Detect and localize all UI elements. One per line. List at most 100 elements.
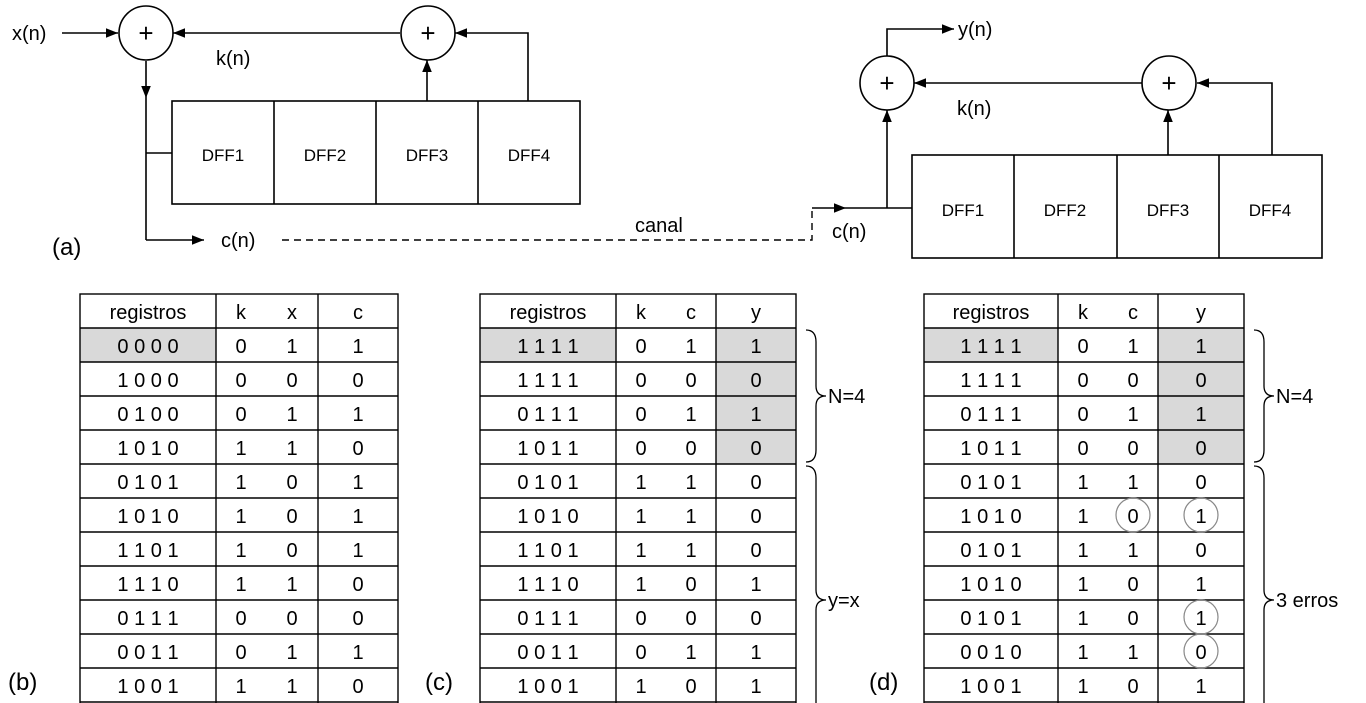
decoder-dff2-label: DFF2 xyxy=(1044,201,1087,220)
error-circle xyxy=(1115,497,1151,533)
decoder-adder-2: + xyxy=(1141,55,1197,111)
table-cell: 1 0 1 1 xyxy=(517,438,578,460)
table-cell: 0 xyxy=(635,642,646,664)
table-cell: 0 xyxy=(750,438,761,460)
encoder-adder-1: + xyxy=(118,5,174,61)
panel-label: (b) xyxy=(8,669,37,696)
table-cell: 1 0 1 0 xyxy=(960,574,1021,596)
table-cell: 1 xyxy=(750,404,761,426)
table-cell: 0 xyxy=(1077,438,1088,460)
table-cell: 1 xyxy=(286,336,297,358)
plus-icon: + xyxy=(138,18,153,48)
table-cell: 1 xyxy=(1077,540,1088,562)
table-cell: 0 xyxy=(750,608,761,630)
table-cell: 1 1 0 1 xyxy=(517,540,578,562)
table-cell: 1 xyxy=(352,404,363,426)
table-cell: 1 xyxy=(1127,642,1138,664)
table-cell: 1 xyxy=(635,676,646,698)
table-cell: 1 xyxy=(1195,506,1206,528)
table-cell: 1 xyxy=(685,336,696,358)
table-cell: 1 xyxy=(1195,404,1206,426)
shaded-cell xyxy=(716,328,796,362)
table-cell: 1 xyxy=(235,472,246,494)
encoder-adder-2: + xyxy=(400,5,456,61)
table-cell: 1 xyxy=(1127,540,1138,562)
shaded-cell xyxy=(480,328,616,362)
table-cell: 0 xyxy=(235,404,246,426)
table-cell: 0 xyxy=(685,438,696,460)
table-cell: 0 1 0 0 xyxy=(117,404,178,426)
table-cell: 1 0 0 0 xyxy=(117,370,178,392)
table-cell: 0 1 0 1 xyxy=(960,472,1021,494)
table-cell: 1 1 1 1 xyxy=(960,370,1021,392)
table-header-cell: registros xyxy=(110,302,187,324)
table-header-cell: y xyxy=(1196,302,1206,324)
shaded-cell xyxy=(716,430,796,464)
table-cell: 0 xyxy=(352,574,363,596)
table-cell: 1 xyxy=(235,438,246,460)
table-cell: 0 xyxy=(1127,608,1138,630)
table-cell: 1 xyxy=(685,472,696,494)
table-cell: 1 xyxy=(352,540,363,562)
table-cell: 1 xyxy=(1127,336,1138,358)
table-cell: 0 1 1 1 xyxy=(960,404,1021,426)
table-cell: 1 1 0 1 xyxy=(117,540,178,562)
table-cell: 0 xyxy=(1127,370,1138,392)
table-cell: 0 xyxy=(352,608,363,630)
table-cell: 1 xyxy=(635,506,646,528)
table-cell: 1 xyxy=(286,574,297,596)
table-cell: 1 xyxy=(1077,608,1088,630)
table-cell: 1 xyxy=(1077,676,1088,698)
shaded-cell xyxy=(924,328,1058,362)
brace-label: N=4 xyxy=(1276,386,1313,408)
table-cell: 0 xyxy=(1077,336,1088,358)
table-cell: 0 xyxy=(352,676,363,698)
brace xyxy=(805,465,827,703)
table-cell: 0 xyxy=(235,642,246,664)
encoder-dff3-label: DFF3 xyxy=(406,146,449,165)
table-cell: 0 xyxy=(286,540,297,562)
decoder-adder-1: + xyxy=(859,55,915,111)
panel-label: (c) xyxy=(425,669,453,696)
table-cell: 1 0 1 0 xyxy=(117,438,178,460)
table-cell: 0 xyxy=(750,506,761,528)
table-cell: 1 0 0 1 xyxy=(960,676,1021,698)
table-cell: 1 xyxy=(1195,676,1206,698)
table-header-cell: x xyxy=(287,302,297,324)
table-cell: 1 xyxy=(635,472,646,494)
encoder-dff4-label: DFF4 xyxy=(508,146,551,165)
table-cell: 1 xyxy=(635,540,646,562)
table-cell: 0 xyxy=(685,370,696,392)
table-border xyxy=(923,293,1245,703)
table-header-cell: k xyxy=(636,302,647,324)
table-cell: 1 xyxy=(352,336,363,358)
table-cell: 0 xyxy=(685,574,696,596)
table-cell: 1 xyxy=(286,438,297,460)
table-header-cell: k xyxy=(1078,302,1089,324)
table-header-cell: registros xyxy=(953,302,1030,324)
table-cell: 1 xyxy=(685,506,696,528)
table-cell: 1 xyxy=(1077,642,1088,664)
shaded-cell xyxy=(716,396,796,430)
table-cell: 1 xyxy=(235,506,246,528)
table-cell: 0 xyxy=(235,370,246,392)
table-cell: 0 xyxy=(635,608,646,630)
panel-label-a: (a) xyxy=(52,234,81,261)
table-cell: 1 xyxy=(1127,404,1138,426)
encoder-feedback-label: k(n) xyxy=(216,48,250,70)
table-cell: 1 0 0 1 xyxy=(517,676,578,698)
table-cell: 0 xyxy=(1127,676,1138,698)
table-cell: 1 xyxy=(750,642,761,664)
decoder-input-label: c(n) xyxy=(832,221,866,243)
encoder-dff2-label: DFF2 xyxy=(304,146,347,165)
table-cell: 0 xyxy=(352,370,363,392)
table-cell: 1 xyxy=(1195,608,1206,630)
table-cell: 0 xyxy=(750,370,761,392)
table-cell: 1 1 1 0 xyxy=(517,574,578,596)
table-cell: 1 xyxy=(286,676,297,698)
brace-label: N=4 xyxy=(828,386,865,408)
table-cell: 0 xyxy=(352,438,363,460)
table-cell: 1 1 1 1 xyxy=(517,336,578,358)
